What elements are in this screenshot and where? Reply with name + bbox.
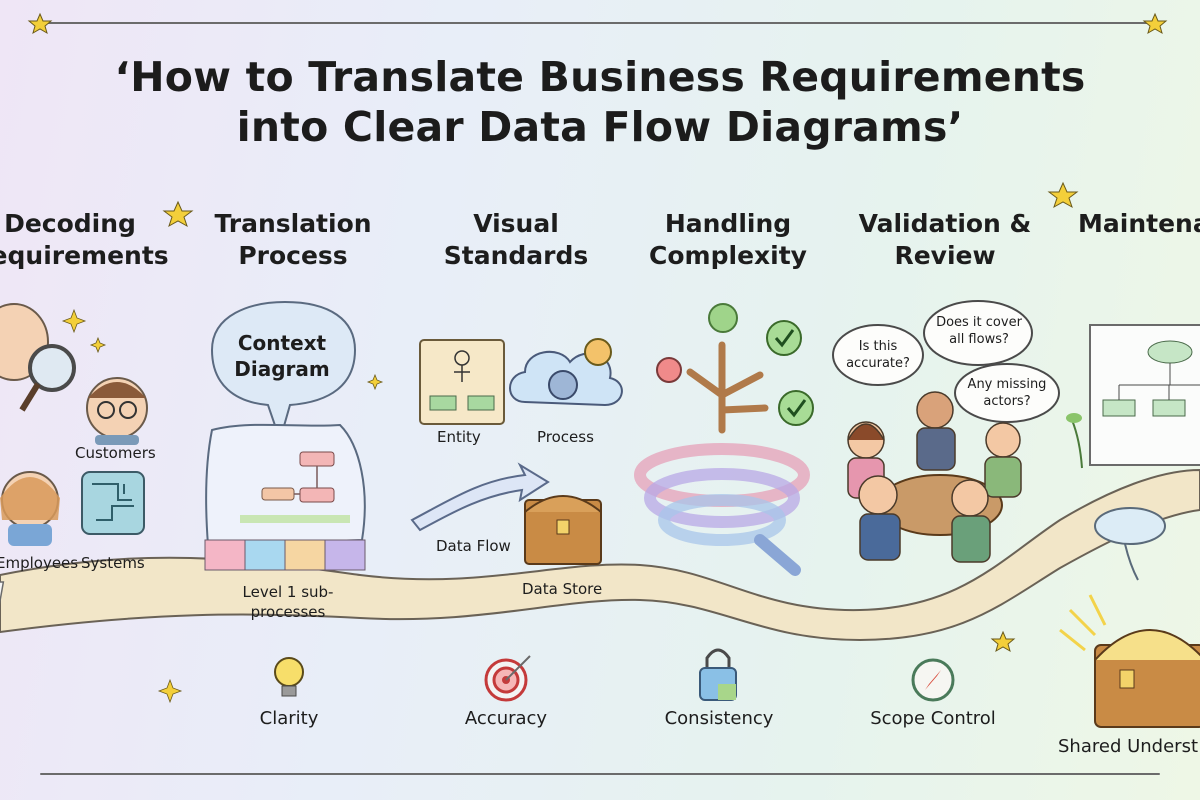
team-member <box>847 391 1022 563</box>
entity-label: Entity <box>437 428 481 446</box>
document-stack-icon <box>0 581 5 609</box>
process-cloud-icon <box>509 338 623 407</box>
principle-consistency-label: Consistency <box>664 708 774 729</box>
entity-icon <box>419 339 505 425</box>
bottom-divider <box>40 773 1160 775</box>
glowing-chest-icon <box>1059 594 1200 728</box>
star-icon <box>27 12 1168 653</box>
context-bubble <box>210 300 357 444</box>
stage-heading-visual: Visual Standards <box>443 209 589 270</box>
principle-accuracy-label: Accuracy <box>464 708 548 729</box>
level1-label: Level 1 sub-processes <box>242 583 334 621</box>
empty-speech-bubble <box>1094 507 1166 581</box>
branching-arrows-icon <box>686 341 769 434</box>
data-store-label: Data Store <box>522 580 603 598</box>
analyst-figure <box>0 303 76 412</box>
whiteboard <box>1089 324 1200 466</box>
target-icon <box>484 655 531 702</box>
employees-label: Employees <box>0 554 79 572</box>
shared-understanding-label: Shared Underst <box>1058 736 1199 757</box>
systems-label: Systems <box>81 554 145 572</box>
sprout-icon <box>1066 413 1083 469</box>
puzzle-strip <box>204 539 366 571</box>
bubble-question-actors: Any missing actors? <box>967 377 1047 409</box>
bubble-question-flows: Does it cover all flows? <box>936 315 1022 347</box>
stage-heading-validation: Validation & Review <box>858 209 1032 270</box>
stage-heading-translation: Translation Process <box>214 209 372 270</box>
bubble-question-accurate: Is this accurate? <box>846 339 910 371</box>
stage-heading-maintenance: Maintena <box>1078 209 1200 238</box>
customer-figure <box>86 377 148 445</box>
check-circle-icon <box>778 390 814 426</box>
stage-heading-decoding: Decoding Requirements <box>0 209 169 270</box>
diagram-sheet <box>205 423 366 547</box>
data-flow-label: Data Flow <box>436 537 511 555</box>
stage-heading-complexity: Handling Complexity <box>649 209 807 270</box>
principle-clarity-label: Clarity <box>259 708 319 729</box>
speech-bubble <box>832 300 1060 423</box>
customers-label: Customers <box>75 444 156 462</box>
employee-figure <box>0 471 60 546</box>
check-circle-icon <box>766 320 802 356</box>
winding-path <box>0 468 1200 642</box>
context-diagram-label: Context Diagram <box>234 331 330 381</box>
process-label: Process <box>537 428 594 446</box>
systems-chip-icon <box>81 471 145 535</box>
padlock-puzzle-icon <box>699 648 737 701</box>
compass-icon <box>911 658 955 702</box>
principle-scope-label: Scope Control <box>870 708 996 729</box>
spiral-ribbon <box>634 443 810 576</box>
top-divider <box>40 22 1160 24</box>
lightbulb-icon <box>274 657 304 697</box>
treasure-chest-icon <box>524 495 602 565</box>
data-flow-arrow <box>410 462 550 532</box>
page-title: ‘How to Translate Business Requirements … <box>114 53 1086 151</box>
